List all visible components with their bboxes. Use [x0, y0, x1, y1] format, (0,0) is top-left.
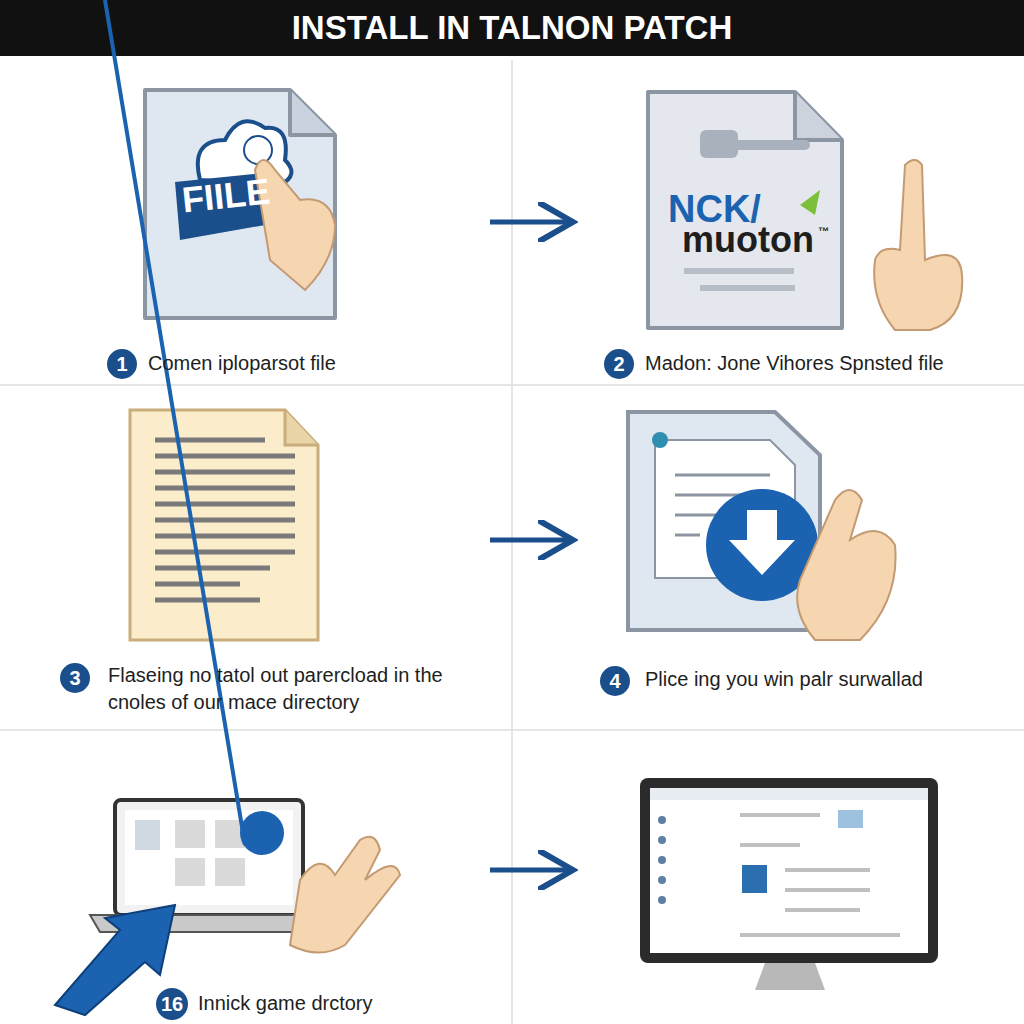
- callout-number: 16: [161, 993, 183, 1016]
- step-number: 1: [107, 349, 137, 379]
- step-number: 2: [604, 349, 634, 379]
- grid-lines: [0, 60, 1024, 1024]
- step-number: 16: [156, 988, 188, 1020]
- callout-number: 1: [116, 353, 127, 376]
- monitor-icon: [640, 778, 938, 990]
- step-caption: Madon: Jone Vihores Spnsted file: [645, 350, 1005, 377]
- step-caption: Flaseing no tatol out parercload in the …: [108, 662, 478, 716]
- step-number: 3: [60, 663, 90, 693]
- step-panel: Innick game drctory 16: [20, 735, 488, 1020]
- step-panel: Plice ing you win palr surwallad 4: [572, 390, 1004, 725]
- trademark-mark: ™: [818, 226, 829, 237]
- step-panel: Madon: Jone Vihores Spnsted file 2: [572, 60, 1004, 380]
- laptop-icon: [55, 0, 400, 1015]
- title-text: INSTALL IN TALNON PATCH: [0, 0, 1024, 56]
- logo-text: muoton: [682, 222, 814, 258]
- step-panel: [572, 735, 1004, 1020]
- step-arrow: [490, 868, 568, 873]
- callout-number: 3: [69, 667, 80, 690]
- step-caption: Comen iploparsot file: [148, 350, 478, 377]
- step-panel: Comen iploparsot file 1: [20, 60, 488, 380]
- step-arrow: [490, 220, 568, 225]
- step-arrow: [490, 538, 568, 543]
- title-bar: [0, 0, 1024, 56]
- step-caption: Innick game drctory: [198, 990, 478, 1017]
- step-caption: Plice ing you win palr surwallad: [645, 666, 1005, 693]
- file-banner-text: FIILE: [180, 173, 271, 218]
- step-number: 4: [600, 666, 630, 696]
- callout-number: 4: [609, 670, 620, 693]
- text-file-icon: [130, 410, 318, 640]
- callout-number: 2: [613, 353, 624, 376]
- document-icon: [648, 92, 962, 330]
- file-icon: [145, 90, 335, 318]
- download-icon: [628, 412, 896, 640]
- step-panel: Flaseing no tatol out parercload in the …: [20, 390, 488, 725]
